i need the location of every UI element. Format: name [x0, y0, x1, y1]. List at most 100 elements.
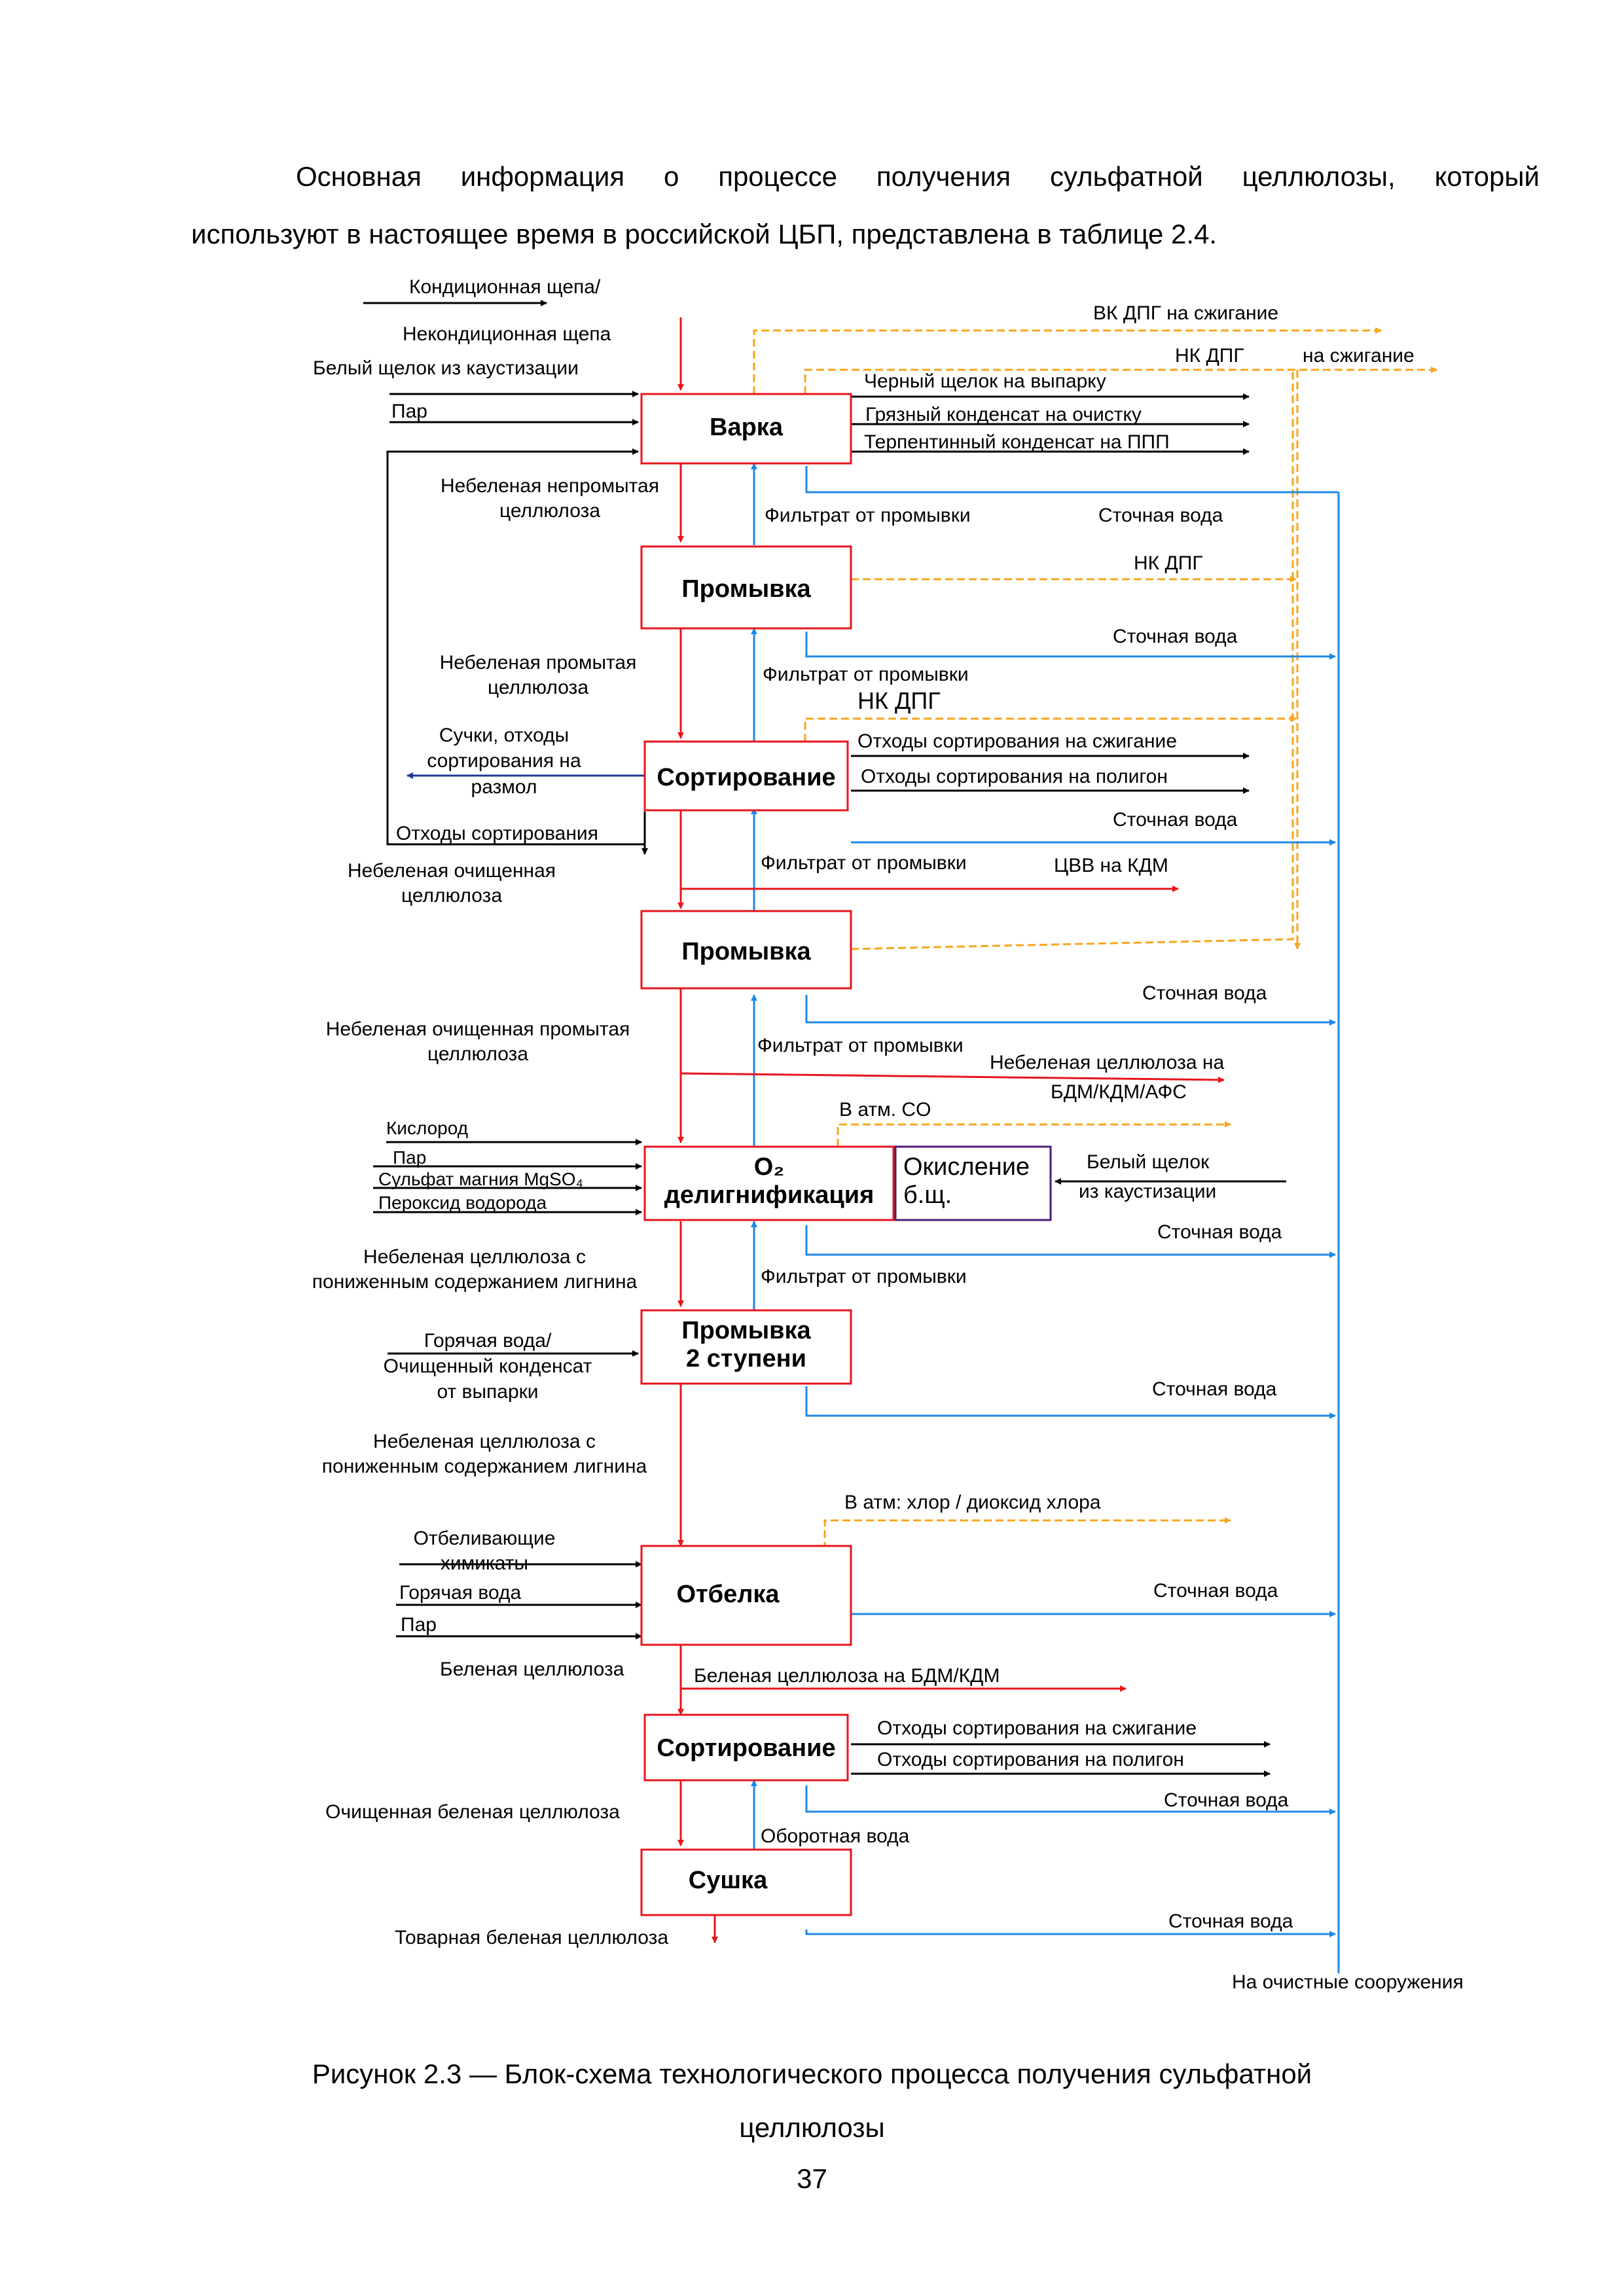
- box-label-cooking: Варка: [710, 414, 784, 441]
- box-label-bleaching: Отбелка: [676, 1581, 780, 1608]
- wastewater-lines: [805, 466, 1340, 1973]
- label-unbleached-washed-2: целлюлоза: [488, 677, 588, 698]
- label-filtrate-2: Фильтрат от промывки: [763, 664, 969, 685]
- label-knots-3: размол: [471, 776, 537, 798]
- box-label-o2: O₂: [754, 1153, 784, 1181]
- label-knots-2: сортирования на: [427, 750, 581, 772]
- label-dirty-condensate: Грязный конденсат на очистку: [865, 404, 1142, 425]
- label-filtrate-1: Фильтрат от промывки: [765, 505, 971, 526]
- label-wastewater-3: Сточная вода: [1113, 809, 1238, 831]
- box-label-screening-2: Сортирование: [657, 1734, 835, 1762]
- label-unbleached-screened-washed-2: целлюлоза: [427, 1043, 528, 1065]
- washing-box-1: [640, 545, 852, 630]
- label-unbleached-screened-2: целлюлоза: [401, 885, 502, 906]
- label-unbleached-washed-1: Небеленая промытая: [440, 652, 637, 673]
- label-rejects-burn-1: Отходы сортирования на сжигание: [857, 730, 1177, 752]
- label-knots-1: Сучки, отходы: [439, 725, 569, 746]
- label-magnesium-sulfate: Сульфат магния MgSO₄: [378, 1169, 583, 1189]
- label-chips-2: Некондиционная щепа: [403, 323, 611, 345]
- label-bleach-chem-2: химикаты: [441, 1552, 528, 1574]
- intro-line-1: Основная информация о процессе получения…: [296, 161, 1540, 192]
- box-label-oxidation-2: б.щ.: [903, 1181, 952, 1209]
- label-hot-water-cond-3: от выпарки: [437, 1381, 538, 1403]
- screening-box-1: [643, 740, 849, 812]
- label-bleach-chem-1: Отбеливающие: [414, 1528, 556, 1549]
- drying-box: [640, 1848, 852, 1916]
- label-atm-co: В атм. CO: [839, 1099, 931, 1121]
- label-white-liquor: Белый щелок из каустизации: [313, 357, 579, 379]
- label-unbleached-unwashed-2: целлюлоза: [499, 500, 600, 522]
- label-nk-dpg-burn-1: НК ДПГ: [1175, 345, 1244, 367]
- label-atm-chlorine: В атм: хлор / диоксид хлора: [844, 1492, 1101, 1513]
- label-white-liquor-2a: Белый щелок: [1087, 1151, 1210, 1173]
- label-low-lignin-1b: пониженным содержанием лигнина: [312, 1271, 638, 1293]
- label-vk-dpg: ВК ДПГ на сжигание: [1093, 302, 1278, 324]
- label-wastewater-2: Сточная вода: [1113, 626, 1238, 647]
- label-rejects-burn-2: Отходы сортирования на сжигание: [877, 1717, 1197, 1739]
- label-wastewater-7: Сточная вода: [1153, 1580, 1278, 1602]
- label-steam-3: Пар: [401, 1614, 437, 1636]
- label-black-liquor: Черный щелок на выпарку: [864, 370, 1106, 392]
- label-chips-1: Кондиционная щепа/: [409, 276, 601, 298]
- oxidation-box: [894, 1145, 1052, 1221]
- bleaching-box: [640, 1545, 852, 1646]
- label-white-liquor-2b: из каустизации: [1079, 1181, 1216, 1202]
- label-recycle-water: Оборотная вода: [761, 1825, 910, 1847]
- flow-labels: Кондиционная щепа/ Некондиционная щепа Б…: [312, 276, 1464, 1993]
- label-wastewater-9: Сточная вода: [1168, 1910, 1293, 1932]
- label-bleached-pulp: Беленая целлюлоза: [440, 1659, 624, 1680]
- box-label-washing-1: Промывка: [681, 575, 811, 603]
- label-hot-water: Горячая вода: [399, 1582, 522, 1604]
- label-hot-water-cond-1: Горячая вода/: [424, 1330, 552, 1352]
- product-flow-lines: [677, 317, 1225, 1943]
- caption-line-1: Рисунок 2.3 — Блок-схема технологическог…: [312, 2058, 1312, 2089]
- label-wastewater-4: Сточная вода: [1142, 982, 1267, 1004]
- label-wastewater-1: Сточная вода: [1098, 505, 1223, 526]
- page-number: 37: [797, 2163, 827, 2194]
- label-wastewater-5: Сточная вода: [1157, 1221, 1282, 1243]
- box-label-washing-2: Промывка: [681, 938, 811, 965]
- label-terpentine-condensate: Терпентинный конденсат на ППП: [864, 431, 1170, 453]
- label-oxygen: Кислород: [386, 1118, 468, 1138]
- box-label-delignification: делигнификация: [664, 1181, 875, 1209]
- intro-line-2: используют в настоящее время в российско…: [191, 219, 1218, 249]
- figure-caption: Рисунок 2.3 — Блок-схема технологическог…: [0, 2047, 1624, 2155]
- label-low-lignin-2a: Небеленая целлюлоза с: [373, 1431, 596, 1452]
- label-filtrate-5: Фильтрат от промывки: [761, 1266, 967, 1287]
- box-label-oxidation: Окисление: [903, 1153, 1030, 1181]
- box-label-washing-3: Промывка: [681, 1317, 811, 1344]
- label-wastewater-8: Сточная вода: [1164, 1789, 1289, 1811]
- label-to-bdm-2: БДМ/КДМ/АФС: [1051, 1081, 1187, 1103]
- label-screen-rejects: Отходы сортирования: [396, 823, 598, 844]
- box-labels: Варка Промывка Сортирование Промывка O₂ …: [657, 414, 1030, 1894]
- label-filtrate-4: Фильтрат от промывки: [757, 1035, 964, 1056]
- input-output-lines: [363, 300, 1286, 1777]
- label-steam: Пар: [391, 401, 427, 422]
- caption-line-2: целлюлозы: [739, 2112, 885, 2143]
- label-low-lignin-1a: Небеленая целлюлоза с: [363, 1246, 586, 1268]
- label-low-lignin-2b: пониженным содержанием лигнина: [322, 1456, 647, 1477]
- label-cvv-kdm: ЦВВ на КДМ: [1054, 855, 1168, 876]
- label-steam-2: Пар: [393, 1147, 426, 1168]
- label-bleached-to-bdm: Беленая целлюлоза на БДМ/КДМ: [694, 1665, 1000, 1687]
- washing-box-2: [640, 910, 852, 990]
- label-market-pulp: Товарная беленая целлюлоза: [395, 1927, 668, 1948]
- box-label-screening-1: Сортирование: [657, 764, 835, 791]
- label-wastewater-6: Сточная вода: [1152, 1378, 1277, 1400]
- cooking-box: [640, 393, 852, 465]
- label-rejects-landfill-1: Отходы сортирования на полигон: [861, 766, 1168, 787]
- label-unbleached-unwashed-1: Небеленая непромытая: [441, 475, 659, 497]
- label-to-treatment: На очистные сооружения: [1232, 1971, 1464, 1993]
- intro-paragraph: Основная информация о процессе получения…: [191, 148, 1540, 263]
- o2-delignification-box: [643, 1145, 895, 1221]
- label-peroxide: Пероксид водорода: [378, 1193, 547, 1213]
- label-nk-dpg-1: НК ДПГ: [1134, 552, 1203, 574]
- label-rejects-landfill-2: Отходы сортирования на полигон: [877, 1749, 1184, 1770]
- label-filtrate-3: Фильтрат от промывки: [761, 852, 967, 874]
- label-screened-bleached: Очищенная беленая целлюлоза: [325, 1801, 620, 1823]
- process-boxes: [640, 393, 895, 1916]
- label-hot-water-cond-2: Очищенный конденсат: [384, 1355, 592, 1377]
- label-nk-dpg-2: НК ДПГ: [857, 687, 941, 714]
- label-unbleached-screened-washed-1: Небеленая очищенная промытая: [326, 1018, 630, 1040]
